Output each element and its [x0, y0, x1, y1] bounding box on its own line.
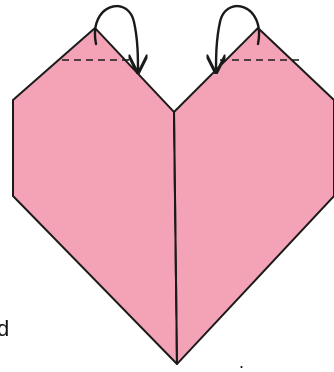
heart-right-half: [174, 28, 334, 364]
heart-left-half: [13, 28, 177, 364]
partial-text-fragment-bottom: .: [239, 353, 244, 371]
partial-text-fragment-left: d: [0, 318, 9, 340]
